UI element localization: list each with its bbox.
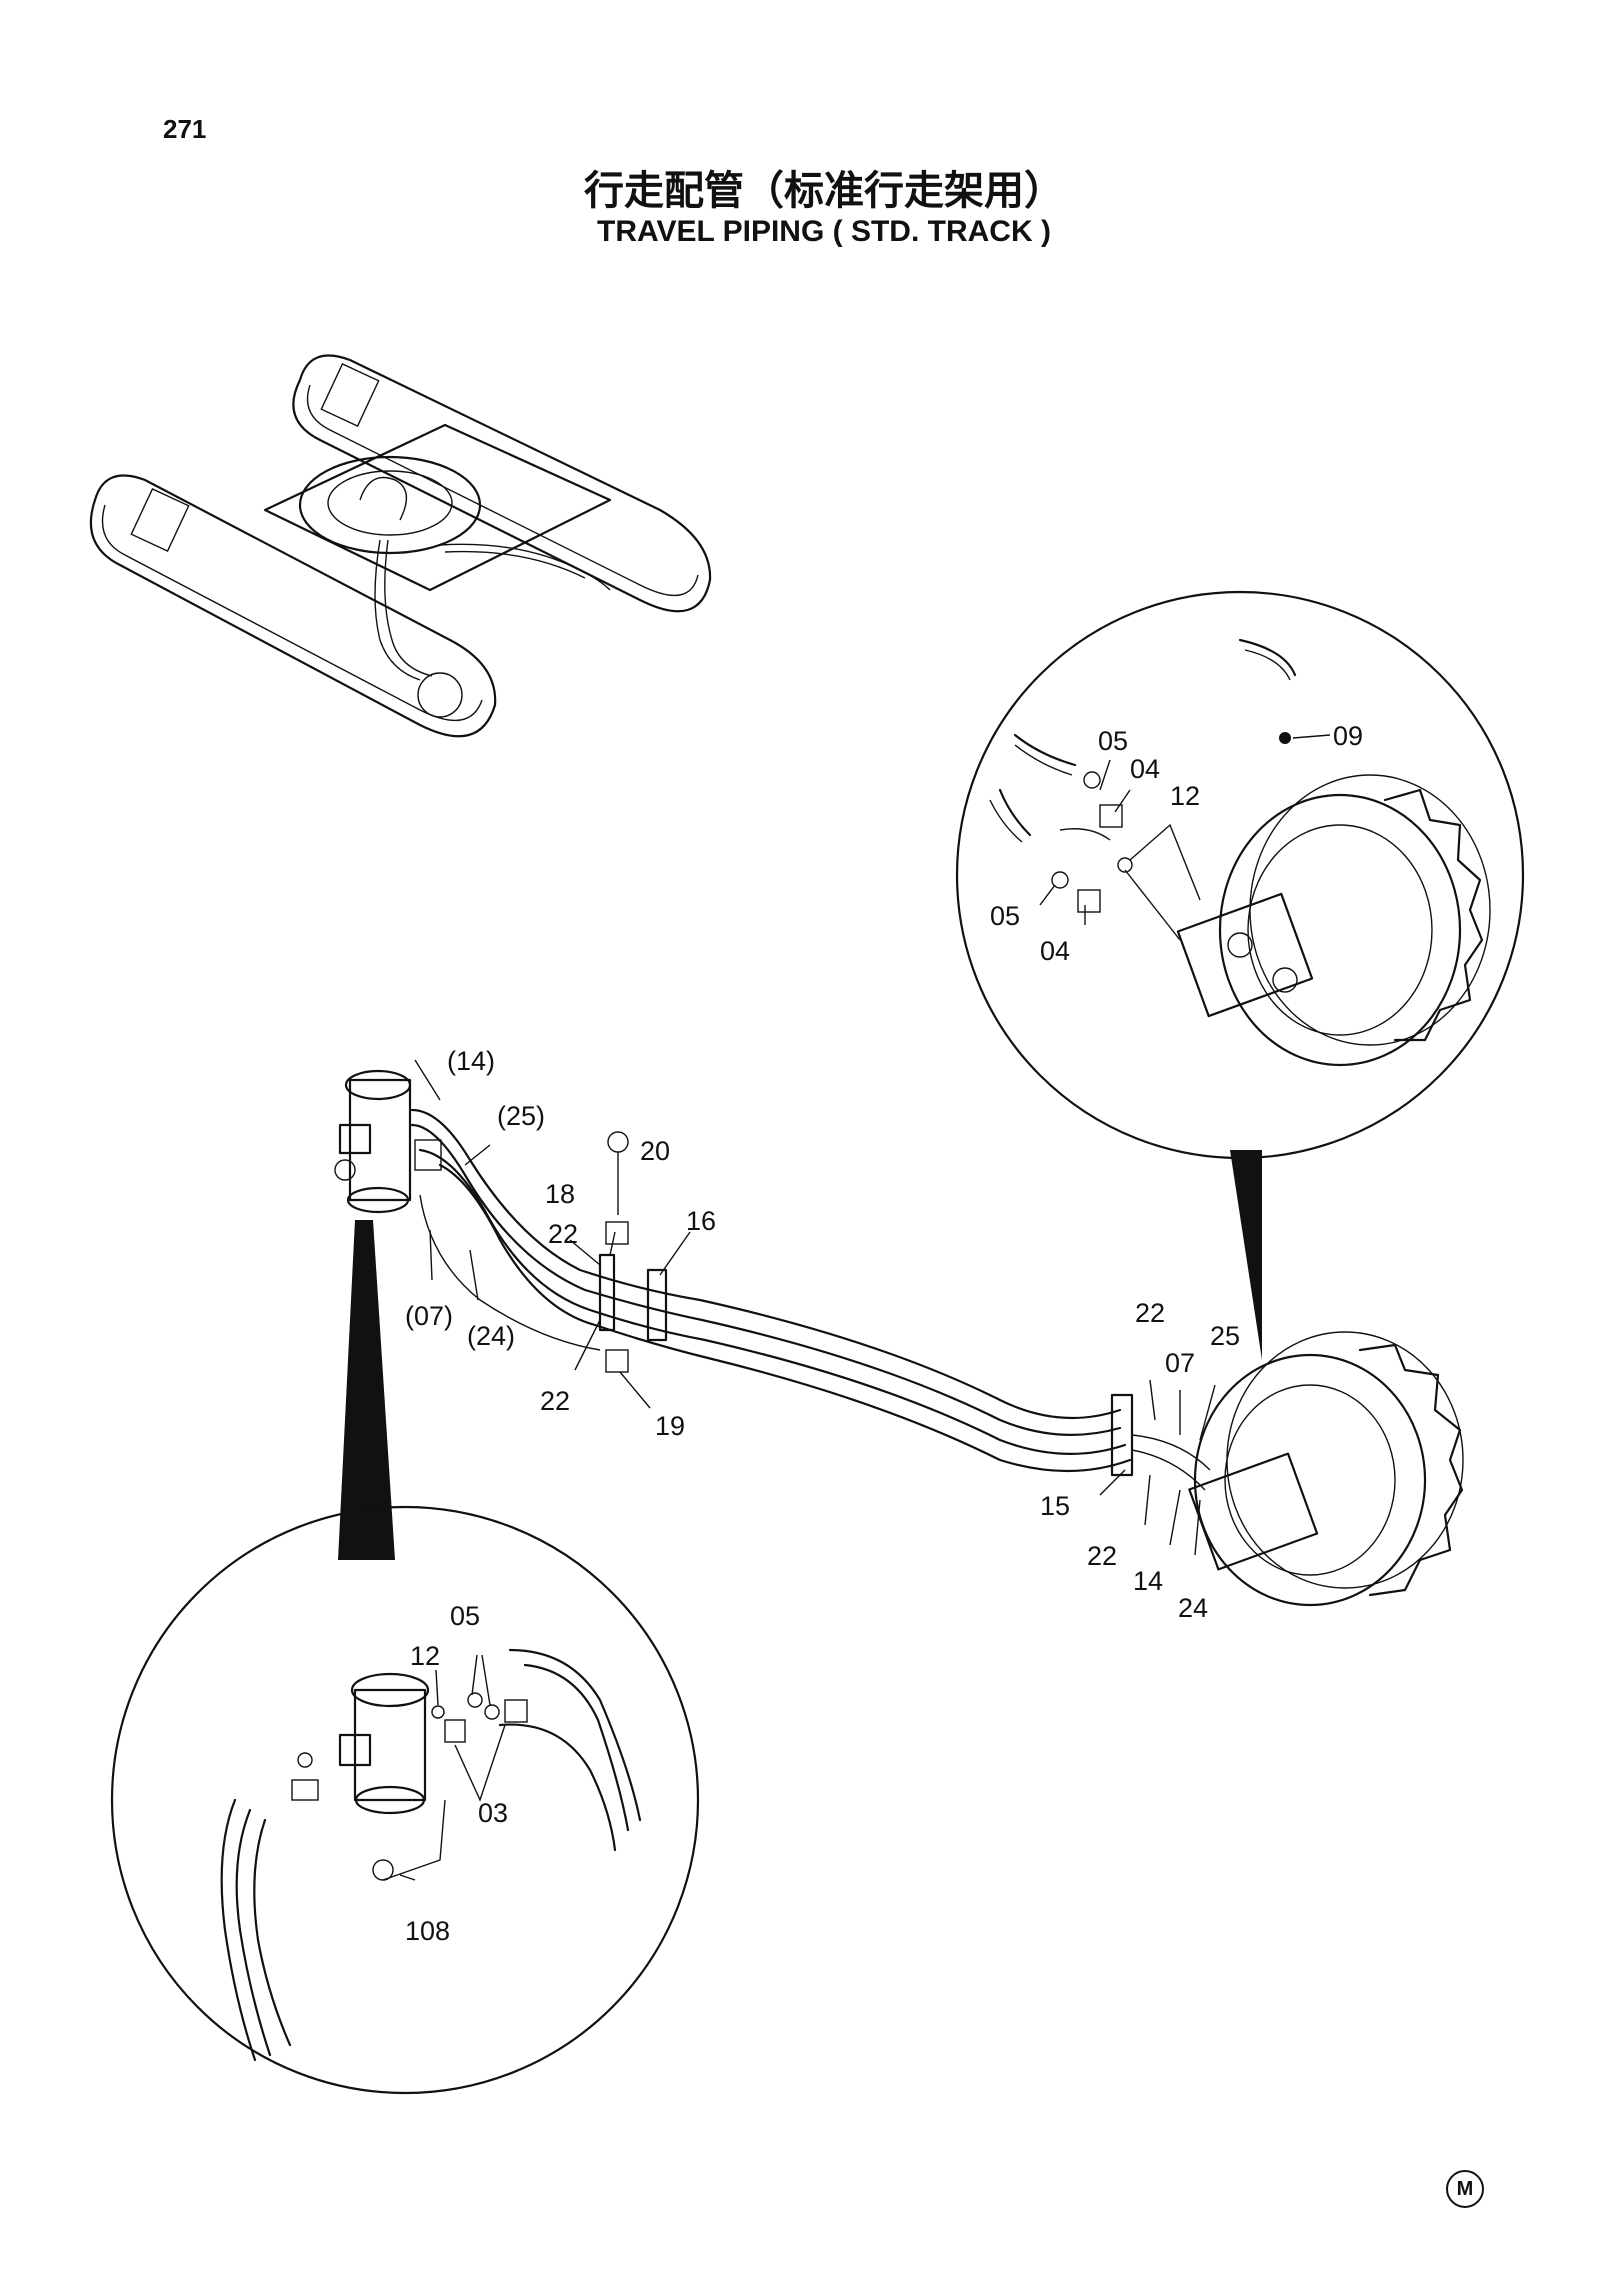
callout-detail-bl-0: 12 — [410, 1641, 440, 1671]
callout-main-16: 24 — [1178, 1593, 1208, 1623]
title-english: TRAVEL PIPING ( STD. TRACK ) — [597, 215, 1051, 248]
detail-circle-travel-motor — [955, 590, 1525, 1160]
callout-labels: (14) (25) (07) (24) 20 18 22 16 22 19 22… — [405, 721, 1363, 1946]
callout-detail-tr-4: 05 — [990, 901, 1020, 931]
callout-main-0: (14) — [447, 1046, 495, 1076]
callout-main-5: 18 — [545, 1179, 575, 1209]
callout-detail-tr-3: 12 — [1170, 781, 1200, 811]
main-piping-layout — [334, 1059, 1464, 1607]
title-chinese: 行走配管（标准行走架用） — [584, 168, 1064, 214]
pointer-wedge-right — [1230, 1150, 1262, 1360]
page-number: 271 — [163, 114, 207, 144]
callout-detail-tr-2: 04 — [1130, 754, 1160, 784]
callout-main-3: (24) — [467, 1321, 515, 1351]
callout-main-8: 22 — [540, 1386, 570, 1416]
callout-main-11: 25 — [1210, 1321, 1240, 1351]
callout-main-13: 15 — [1040, 1491, 1070, 1521]
callout-main-1: (25) — [497, 1101, 545, 1131]
callout-main-10: 22 — [1135, 1298, 1165, 1328]
callout-detail-tr-0: 09 — [1333, 721, 1363, 751]
callout-detail-tr-5: 04 — [1040, 936, 1070, 966]
callout-main-4: 20 — [640, 1136, 670, 1166]
callout-main-6: 22 — [548, 1219, 578, 1249]
callout-main-14: 22 — [1087, 1541, 1117, 1571]
callout-main-7: 16 — [686, 1206, 716, 1236]
callout-detail-bl-3: 108 — [405, 1916, 450, 1946]
callout-main-9: 19 — [655, 1411, 685, 1441]
callout-detail-tr-1: 05 — [1098, 726, 1128, 756]
manufacturer-mark-icon: M — [1446, 2170, 1484, 2208]
undercarriage-overview — [89, 354, 712, 738]
callout-detail-bl-1: 05 — [450, 1601, 480, 1631]
callout-main-15: 14 — [1133, 1566, 1163, 1596]
detail-circle-swivel-joint — [110, 1505, 700, 2095]
pointer-wedge-left — [338, 1220, 395, 1560]
callout-main-2: (07) — [405, 1301, 453, 1331]
callout-main-12: 07 — [1165, 1348, 1195, 1378]
callout-detail-bl-2: 03 — [478, 1798, 508, 1828]
